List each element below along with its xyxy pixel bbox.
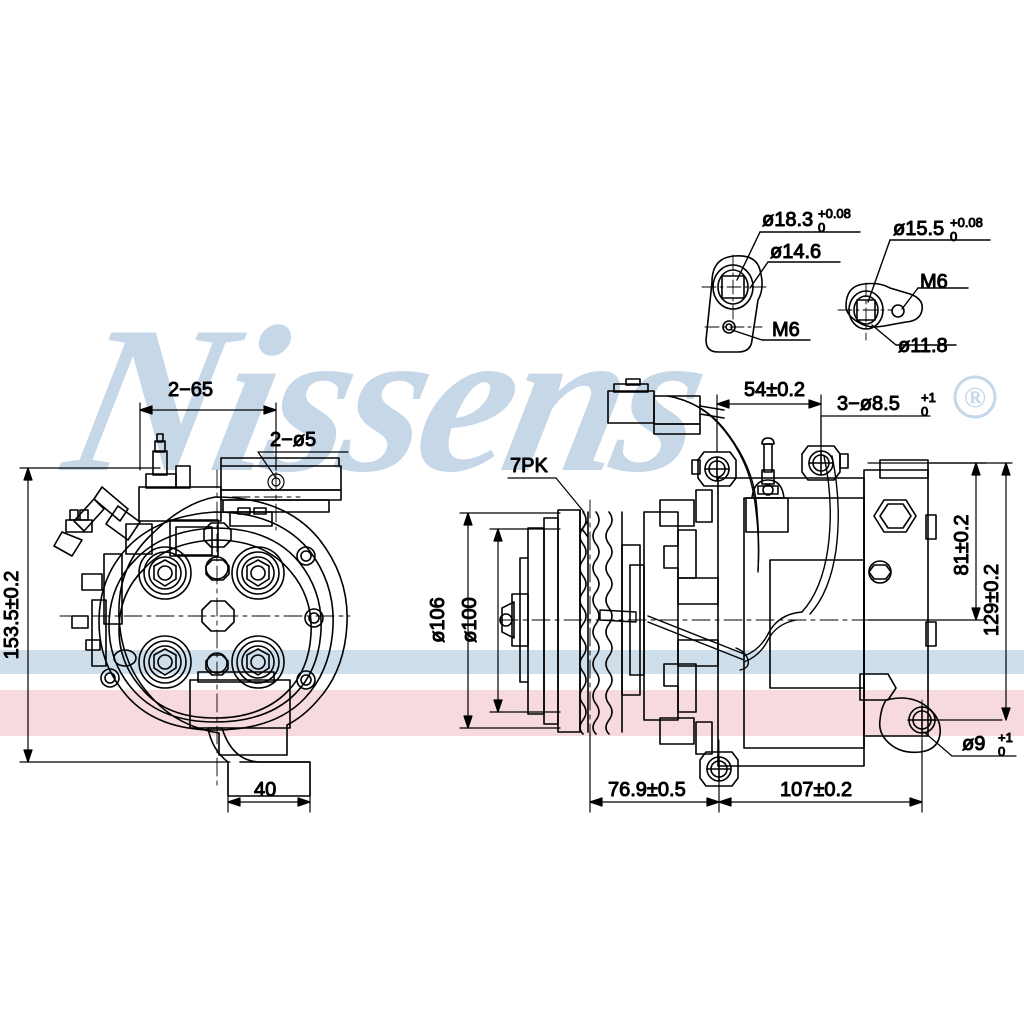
dim-3-o8-5-leader xyxy=(820,415,931,453)
dim-40 xyxy=(227,765,311,813)
wire-harness xyxy=(599,395,839,671)
port-detail-left-centerlines xyxy=(701,254,769,328)
rim-lugs xyxy=(100,546,324,690)
svg-text:®: ® xyxy=(964,381,986,414)
label-o15-5: ø15.5 +0.08 0 xyxy=(893,215,984,245)
svg-text:ø9: ø9 xyxy=(962,733,985,755)
label-m6-left: M6 xyxy=(772,319,800,341)
label-3-o8-5: 3−ø8.5 +1 0 xyxy=(837,390,937,420)
blue-band xyxy=(0,650,1024,674)
mounting-ear xyxy=(859,673,942,754)
label-o9: ø9 +1 0 xyxy=(962,730,1014,760)
label-153-5: 153.5±0.2 xyxy=(1,571,23,660)
svg-text:3−ø8.5: 3−ø8.5 xyxy=(837,393,900,415)
label-2-65: 2−65 xyxy=(168,379,213,401)
label-40: 40 xyxy=(254,779,276,801)
svg-text:0: 0 xyxy=(950,229,957,244)
label-129: 129±0.2 xyxy=(981,564,1003,636)
label-54: 54±0.2 xyxy=(744,379,805,401)
side-view-centerlines xyxy=(499,499,951,801)
svg-text:0: 0 xyxy=(921,404,928,419)
hex-boss-bottom-left xyxy=(138,635,192,689)
label-81: 81±0.2 xyxy=(951,514,973,575)
label-m6-right: M6 xyxy=(920,271,948,293)
label-107: 107±0.2 xyxy=(780,779,852,801)
center-hub xyxy=(201,600,235,632)
label-2-o5: 2−ø5 xyxy=(270,429,316,451)
port-detail-right-geometry xyxy=(845,282,924,330)
svg-text:0: 0 xyxy=(998,744,1005,759)
port-detail-left-leaders xyxy=(731,231,861,341)
label-o14-6: ø14.6 xyxy=(770,241,821,263)
dim-153-5 xyxy=(19,467,231,763)
dim-2-o5-leader xyxy=(257,451,349,491)
svg-text:+1: +1 xyxy=(921,390,936,405)
rear-view-body xyxy=(53,433,348,797)
harness-connector xyxy=(607,378,725,435)
dim-7pk-leader xyxy=(507,477,585,513)
svg-text:+0.08: +0.08 xyxy=(950,215,983,230)
dim-o9-leader xyxy=(923,731,1017,757)
rear-top-block xyxy=(138,433,342,557)
hex-boss-top-left xyxy=(138,546,192,600)
label-7pk: 7PK xyxy=(510,455,548,477)
dim-129 xyxy=(929,462,1013,721)
dim-107 xyxy=(718,739,923,813)
rear-side-connector xyxy=(53,486,153,667)
label-o11-8: ø11.8 xyxy=(898,335,948,357)
label-o100: ø100 xyxy=(459,597,481,643)
watermark-text: Nissens xyxy=(48,283,723,515)
svg-text:+0.08: +0.08 xyxy=(818,206,851,221)
dim-o106 xyxy=(459,512,561,729)
pulley-grooves xyxy=(579,509,623,735)
label-o18-3: ø18.3 +0.08 0 xyxy=(762,206,852,236)
rear-bottom-foot xyxy=(189,671,311,797)
svg-text:+1: +1 xyxy=(998,730,1013,745)
dim-o100 xyxy=(489,528,561,713)
port-detail-right-centerlines xyxy=(837,282,893,341)
watermark-registered-mark: ® xyxy=(953,375,997,419)
svg-text:0: 0 xyxy=(818,220,825,235)
label-o106: ø106 xyxy=(427,597,449,643)
port-detail-right-leaders xyxy=(867,239,991,346)
side-top-bolt-left xyxy=(691,451,737,487)
dim-76-9 xyxy=(589,731,720,813)
label-76-9: 76.9±0.5 xyxy=(608,779,686,801)
svg-text:ø15.5: ø15.5 xyxy=(893,218,944,240)
hex-boss-bottom-right xyxy=(231,635,285,689)
svg-text:ø18.3: ø18.3 xyxy=(762,209,813,231)
rear-head-port xyxy=(873,499,917,533)
hex-boss-top-right xyxy=(231,546,285,600)
dim-2-65 xyxy=(139,402,277,471)
side-view-body xyxy=(499,378,942,787)
dim-81 xyxy=(867,462,987,621)
